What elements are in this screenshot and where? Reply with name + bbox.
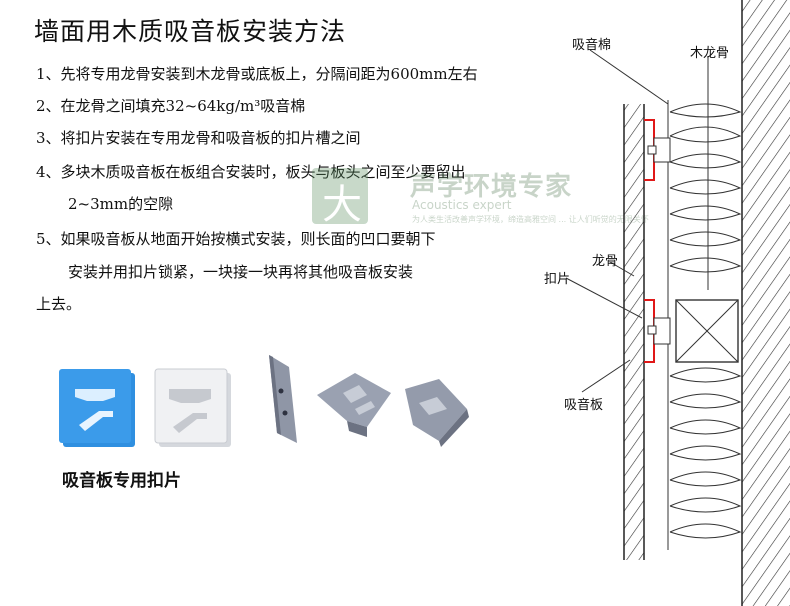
label-absorbing-cotton: 吸音棉 [572, 38, 612, 53]
watermark-english: Acoustics expert [412, 198, 512, 212]
watermark-title: 声学环境专家 [410, 172, 573, 202]
label-keel: 龙骨 [592, 254, 619, 269]
wall-section [741, 0, 790, 606]
clip-white-image [154, 368, 231, 447]
label-panel: 吸音板 [564, 398, 604, 413]
step-1: 1、先将专用龙骨安装到木龙骨或底板上，分隔间距为600mm左右 [36, 65, 478, 83]
step-5-end: 上去。 [36, 295, 82, 313]
clip-steel-side-image [405, 379, 469, 447]
panel-section [623, 104, 645, 560]
page-title: 墙面用木质吸音板安装方法 [34, 17, 347, 46]
step-4-cont: 2~3mm的空隙 [68, 195, 174, 213]
clip-steel-angled-image [317, 373, 391, 437]
label-wood-keel: 木龙骨 [690, 46, 730, 61]
watermark-logo: 大 [312, 168, 368, 228]
clip-steel-plate-image [269, 355, 297, 443]
clip-lower [644, 299, 671, 363]
step-4: 4、多块木质吸音板在板组合安装时，板头与板头之间至少要留出 [36, 163, 466, 181]
watermark: 大 声学环境专家 Acoustics expert 为人类生活改善声学环境，缔造… [312, 164, 649, 234]
watermark-slogan: 为人类生活改善声学环境，缔造高雅空间 ... 让人们听觉的无限关怀 [412, 215, 649, 224]
installation-diagram [565, 0, 790, 606]
clip-blue-image [59, 369, 135, 447]
clip-images [59, 355, 469, 447]
wood-keel-box [675, 299, 739, 363]
leader-lines [565, 49, 709, 393]
absorbing-cotton [669, 103, 742, 539]
step-3: 3、将扣片安装在专用龙骨和吸音板的扣片槽之间 [36, 129, 361, 147]
label-clip: 扣片 [544, 272, 571, 287]
step-2: 2、在龙骨之间填充32~64kg/m³吸音棉 [36, 97, 306, 115]
step-5: 5、如果吸音板从地面开始按横式安装，则长面的凹口要朝下 [36, 230, 436, 248]
clip-caption: 吸音板专用扣片 [62, 471, 181, 491]
clip-upper [644, 119, 671, 181]
step-5-cont: 安装并用扣片锁紧，一块接一块再将其他吸音板安装 [68, 263, 414, 281]
